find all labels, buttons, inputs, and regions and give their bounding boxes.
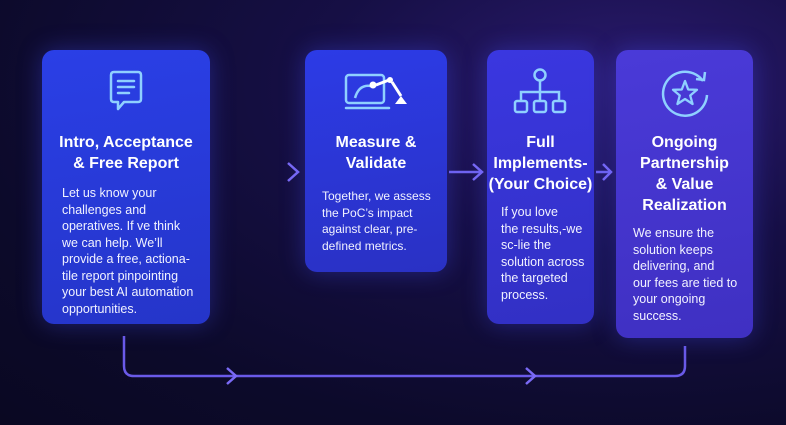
hierarchy-icon	[513, 68, 567, 114]
step-description: We ensure the solution keeps delivering,…	[633, 226, 738, 323]
arrow-step3-to-step4	[596, 163, 613, 181]
arrow-step1-to-step2	[220, 162, 300, 182]
arrow-step2-to-step3	[449, 163, 484, 181]
step-title: Measure & Validate	[335, 134, 417, 172]
step-description: If you love the results,-we sc-lie the s…	[501, 205, 585, 302]
step-title: Intro, Acceptance & Free Report	[59, 134, 193, 172]
step-description: Let us know your challenges and operativ…	[62, 186, 194, 316]
star-cycle-icon	[656, 67, 714, 119]
step-title: Full Implements- (Your Choice)	[488, 134, 593, 193]
step-card-intro: Intro, Acceptance & Free Report Let us k…	[42, 50, 210, 324]
step-card-measure: Measure & Validate Together, we assess t…	[305, 50, 447, 272]
step-card-partnership: Ongoing Partnership & Value Realization …	[616, 50, 753, 338]
step-title: Ongoing Partnership & Value Realization	[640, 134, 729, 214]
step-description: Together, we assess the PoC’s impact aga…	[322, 189, 431, 253]
feedback-loop-arrow	[122, 336, 687, 385]
step-card-implementation: Full Implements- (Your Choice) If you lo…	[487, 50, 594, 324]
robot-arm-monitor-icon	[343, 70, 413, 114]
chat-document-icon	[108, 69, 144, 113]
